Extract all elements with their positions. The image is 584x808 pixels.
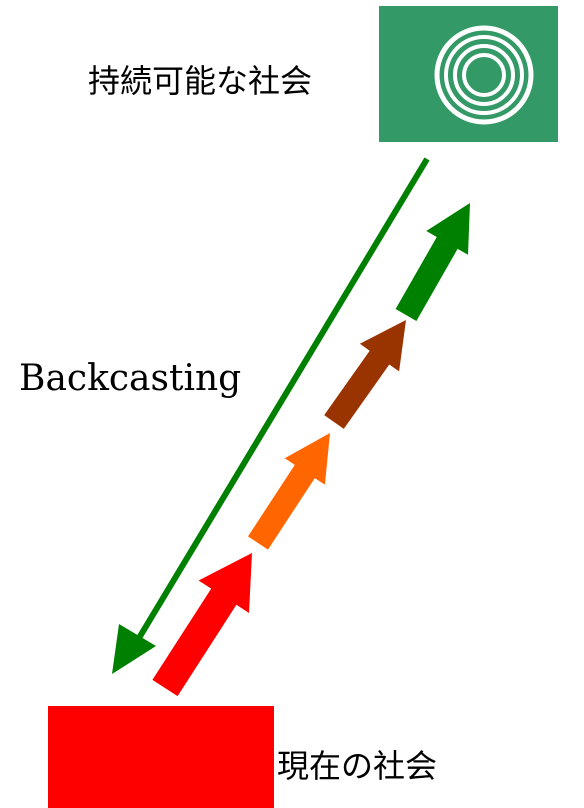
step-arrows-group xyxy=(152,203,470,697)
backcasting-label: Backcasting xyxy=(19,358,241,399)
sustainable-society-node xyxy=(379,6,558,142)
backcasting-arrowhead xyxy=(112,624,156,674)
step-arrow-1 xyxy=(152,553,252,697)
concentric-circles-icon xyxy=(434,25,534,125)
backcasting-arrow xyxy=(112,157,430,674)
step-arrow-4 xyxy=(395,203,470,321)
step-arrow-2 xyxy=(248,433,330,550)
step-arrow-3 xyxy=(324,320,406,429)
sustainable-society-label: 持続可能な社会 xyxy=(88,62,312,100)
backcasting-arrow-shaft xyxy=(136,157,430,640)
current-society-label: 現在の社会 xyxy=(277,747,437,785)
current-society-box xyxy=(48,706,274,808)
